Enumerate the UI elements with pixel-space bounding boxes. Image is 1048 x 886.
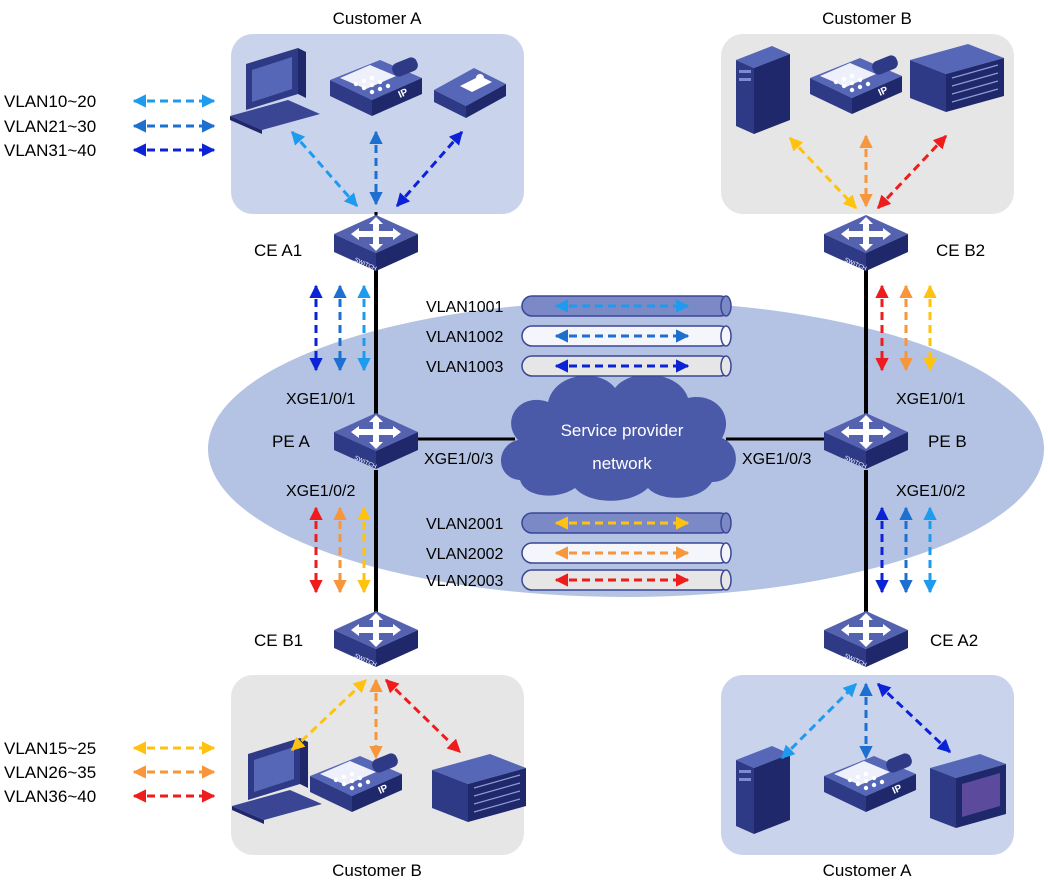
arrow-b1-pc (290, 678, 368, 752)
legend-b-label-2: VLAN26~35 (4, 763, 96, 782)
arrow-b2-tower (788, 136, 858, 210)
tunnel-label-1003: VLAN1003 (426, 359, 503, 376)
cloud-label-line1: Service provider (561, 421, 684, 440)
link-arrows (309, 284, 937, 594)
site-label-top-right: Customer B (822, 9, 912, 28)
legend-arrows (132, 94, 216, 803)
device-label-ce-b1: CE B1 (254, 631, 303, 650)
customer-b-top-tower-icon (736, 46, 790, 134)
customer-a-bottom-terminal-icon (930, 754, 1006, 828)
tunnel-label-2003: VLAN2003 (426, 573, 503, 590)
ce-b1-switch-icon (334, 611, 418, 669)
links (374, 212, 868, 618)
port-label-pe-b-down: XGE1/0/2 (896, 483, 965, 500)
site-label-bottom-left: Customer B (332, 861, 422, 880)
port-label-pe-b-up: XGE1/0/1 (896, 391, 965, 408)
port-label-pe-b-core: XGE1/0/3 (742, 451, 811, 468)
ce-a1-switch-icon (334, 215, 418, 273)
customer-a-bottom-tower-icon (736, 746, 790, 834)
tunnel-label-1002: VLAN1002 (426, 329, 503, 346)
device-label-ce-a1: CE A1 (254, 241, 302, 260)
arrow-a2-terminal (876, 682, 952, 754)
legend-a-label-2: VLAN21~30 (4, 117, 96, 136)
legend-a-label-3: VLAN31~40 (4, 141, 96, 160)
device-label-ce-a2: CE A2 (930, 631, 978, 650)
arrow-a2-tower (780, 682, 858, 760)
site-label-bottom-right: Customer A (823, 861, 912, 880)
legend-b-label-1: VLAN15~25 (4, 739, 96, 758)
arrow-b1-rack (384, 678, 462, 754)
port-label-pe-a-core: XGE1/0/3 (424, 451, 493, 468)
service-provider-cloud: Service provider network (500, 374, 736, 501)
tunnel-label-1001: VLAN1001 (426, 299, 503, 316)
legend-a-label-1: VLAN10~20 (4, 92, 96, 111)
device-label-pe-a: PE A (272, 432, 310, 451)
arrow-a1-pc (290, 130, 359, 208)
arrow-a1-printer (395, 130, 464, 208)
legend-b-label-3: VLAN36~40 (4, 787, 96, 806)
tunnel-arrows (554, 299, 690, 587)
arrow-b2-rack (876, 134, 948, 210)
port-label-pe-a-down: XGE1/0/2 (286, 483, 355, 500)
labels: Customer A Customer B Customer B Custome… (4, 9, 985, 880)
port-label-pe-a-up: XGE1/0/1 (286, 391, 355, 408)
device-label-pe-b: PE B (928, 432, 967, 451)
site-arrows (290, 130, 952, 760)
site-label-top-left: Customer A (333, 9, 422, 28)
device-label-ce-b2: CE B2 (936, 241, 985, 260)
ce-a2-switch-icon (824, 611, 908, 669)
tunnel-label-2002: VLAN2002 (426, 546, 503, 563)
ce-b2-switch-icon (824, 215, 908, 273)
cloud-label-line2: network (592, 454, 652, 473)
tunnel-label-2001: VLAN2001 (426, 516, 503, 533)
